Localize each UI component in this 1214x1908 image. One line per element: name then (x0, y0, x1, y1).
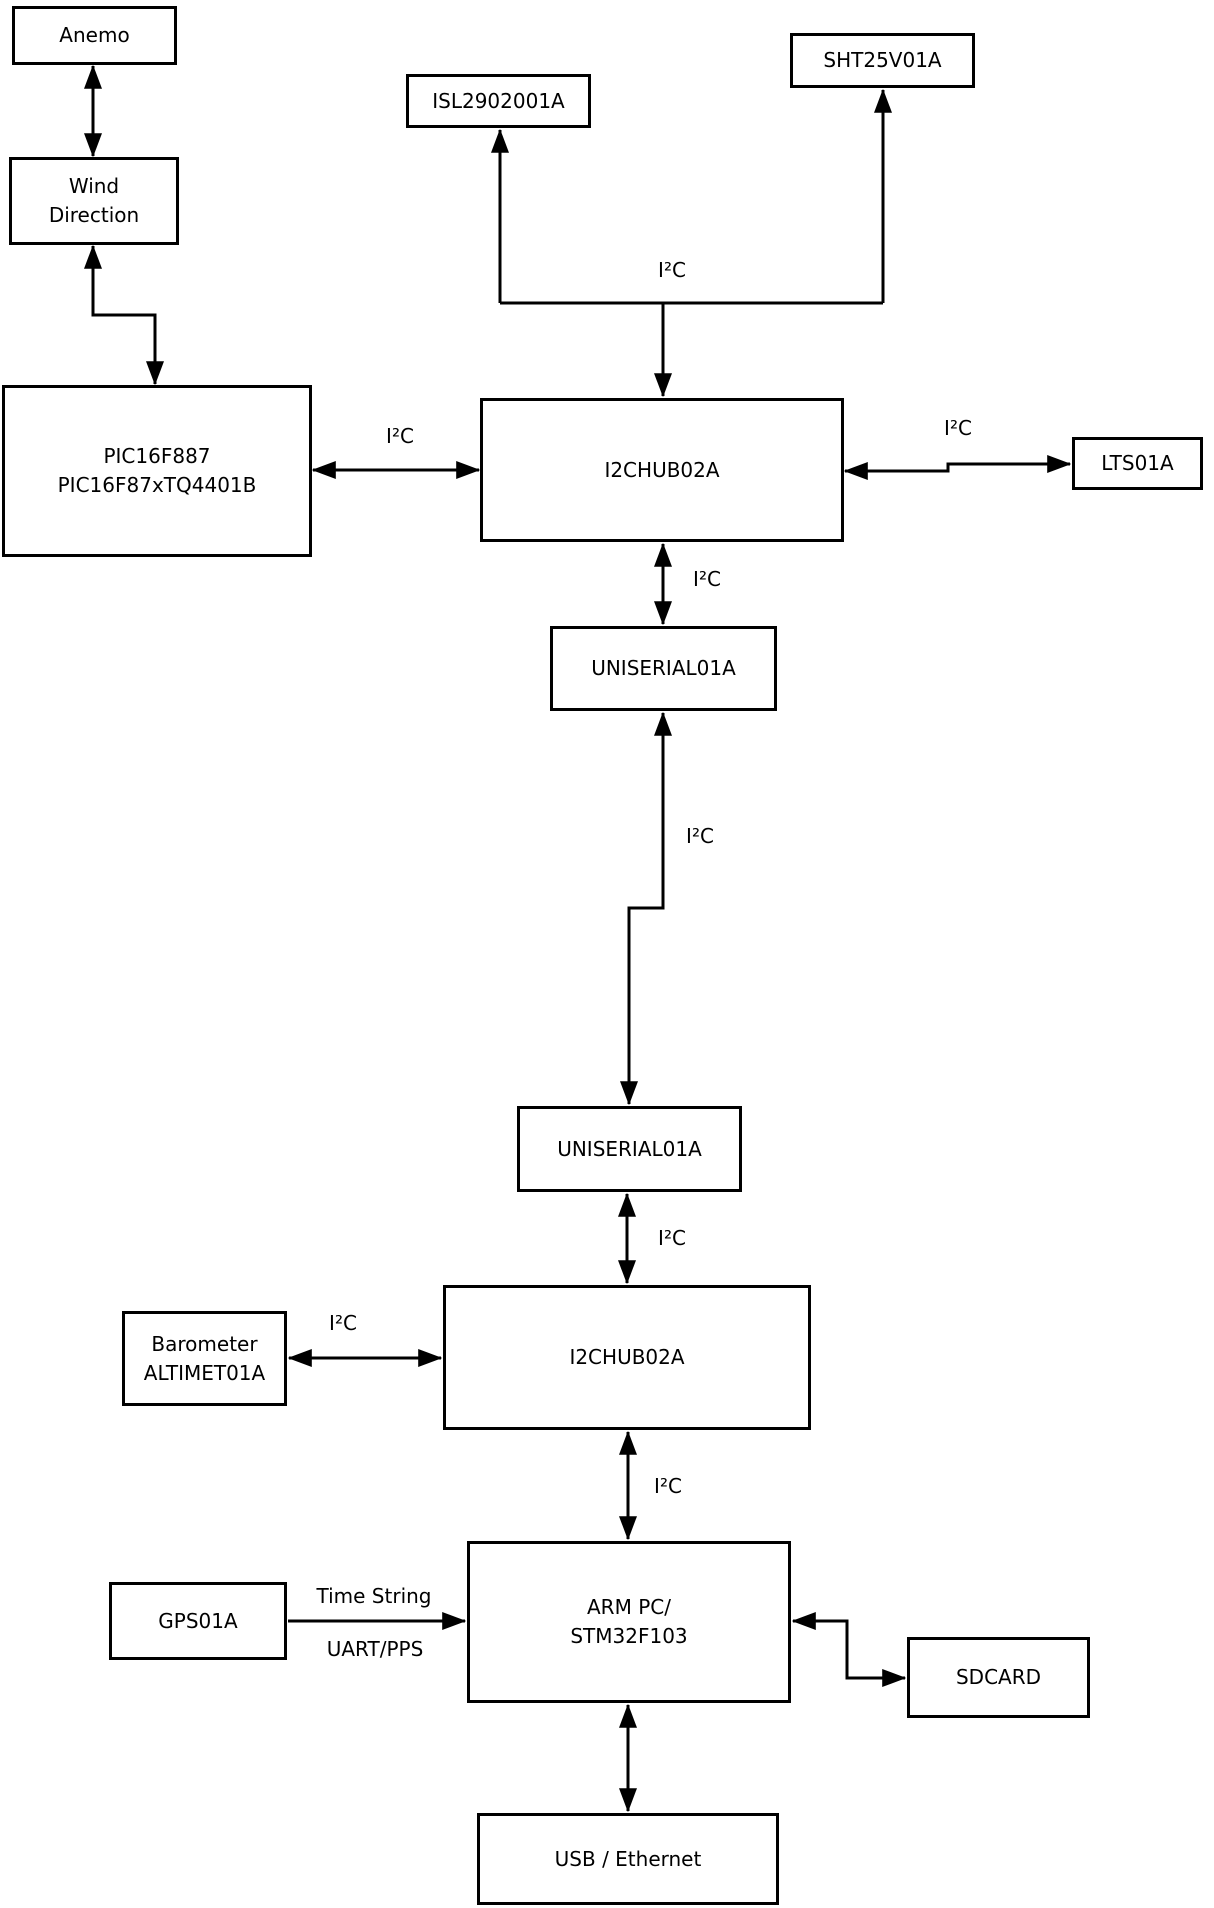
edge-uni1-uni2 (620, 711, 672, 1106)
edge-label-i2c-hub1-lts: I²C (944, 416, 972, 440)
node-sdcard: SDCARD (907, 1637, 1090, 1718)
edge-wind-pic (84, 244, 164, 386)
edge-label-i2c-pic-hub1: I²C (386, 424, 414, 448)
edge-label-uart-pps: UART/PPS (326, 1637, 424, 1661)
edge-label-i2c-hub2-arm: I²C (654, 1474, 682, 1498)
node-anemo: Anemo (12, 6, 177, 65)
node-wind-direction: Wind Direction (9, 157, 179, 245)
node-uniserial01a-bottom: UNISERIAL01A (517, 1106, 742, 1192)
node-sht25v01a: SHT25V01A (790, 33, 975, 88)
node-pic16f887: PIC16F887 PIC16F87xTQ4401B (2, 385, 312, 557)
node-i2chub02a-bottom: I2CHUB02A (443, 1285, 811, 1430)
edge-label-i2c-hub1-uni1: I²C (693, 567, 721, 591)
node-uniserial01a-top: UNISERIAL01A (550, 626, 777, 711)
node-arm-pc-stm32f103: ARM PC/ STM32F103 (467, 1541, 791, 1703)
node-usb-ethernet: USB / Ethernet (477, 1813, 779, 1905)
edge-label-i2c-uni1-uni2: I²C (686, 824, 714, 848)
edge-hub1-lts (843, 455, 1072, 480)
node-barometer-altimet01a: Barometer ALTIMET01A (122, 1311, 287, 1406)
node-isl2902001a: ISL2902001A (406, 74, 591, 128)
edge-label-i2c-bus-top: I²C (658, 258, 686, 282)
edge-arm-sdcard (791, 1612, 907, 1687)
edge-label-time-string: Time String (316, 1584, 432, 1608)
node-gps01a: GPS01A (109, 1582, 287, 1660)
node-lts01a: LTS01A (1072, 437, 1203, 490)
edge-label-i2c-baro-hub2: I²C (329, 1311, 357, 1335)
node-i2chub02a-top: I2CHUB02A (480, 398, 844, 542)
edge-label-i2c-uni2-hub2: I²C (658, 1226, 686, 1250)
